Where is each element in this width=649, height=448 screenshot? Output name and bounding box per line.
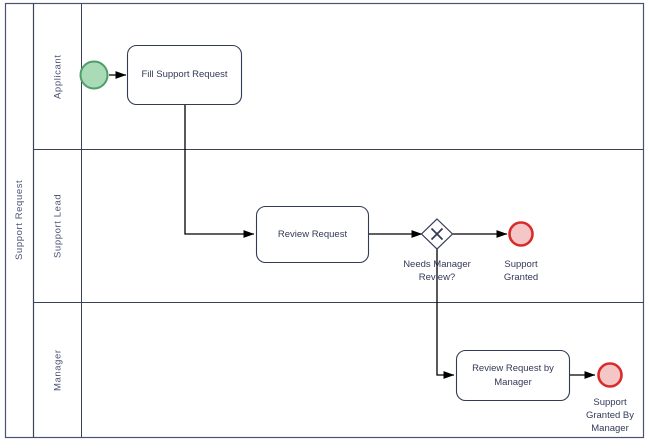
task-fill-support-request[interactable] [126,44,243,106]
end-event-support-granted[interactable] [508,221,534,247]
lane-label-applicant: Applicant [52,54,64,99]
end-event-support-granted-by-manager[interactable] [597,362,623,388]
task-review-request[interactable] [255,205,370,264]
flow-fill-to-review [184,105,255,238]
lane-label-manager: Manager [52,349,64,391]
gateway-exclusive-x-icon [430,227,444,241]
start-event[interactable] [79,60,109,90]
task-label-review-request: Review Request [277,228,348,240]
task-label-review-request-by-manager: Review Request by Manager [472,362,554,388]
flow-gateway-to-manager-review [436,249,455,379]
pool-label-support-request: Support Request [14,179,25,261]
task-label-fill-support-request: Fill Support Request [141,69,228,80]
lane-label-support-lead: Support Lead [52,193,64,259]
task-review-request-by-manager[interactable] [455,349,571,402]
